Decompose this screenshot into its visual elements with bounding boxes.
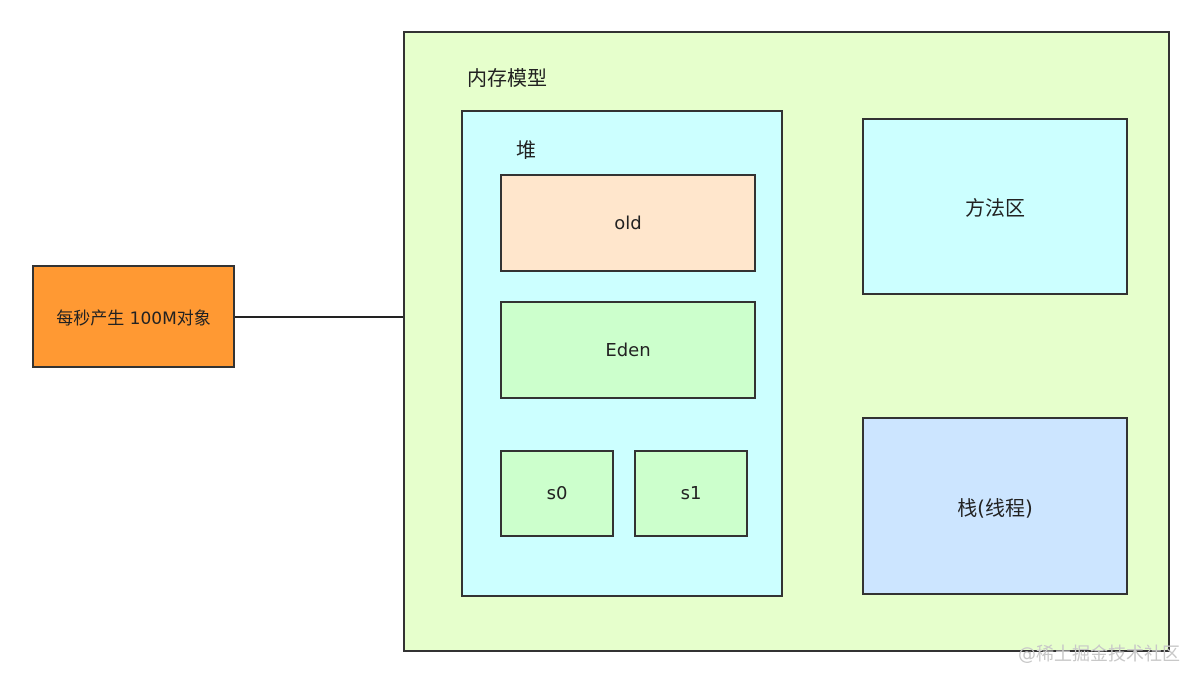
object-source-box: 每秒产生 100M对象 [32, 265, 235, 368]
heap-title: 堆 [516, 138, 536, 162]
stack-label: 栈(线程) [957, 495, 1033, 520]
method-area-box: 方法区 [862, 118, 1128, 295]
old-generation-box: old [500, 174, 756, 272]
watermark: @稀土掘金技术社区 [1018, 644, 1180, 665]
old-generation-label: old [614, 212, 642, 234]
survivor-s0-box: s0 [500, 450, 614, 537]
survivor-s0-label: s0 [546, 483, 568, 504]
method-area-label: 方法区 [965, 196, 1025, 220]
survivor-s1-box: s1 [634, 450, 748, 537]
survivor-s1-label: s1 [680, 483, 702, 504]
memory-model-title: 内存模型 [467, 66, 547, 90]
object-source-label: 每秒产生 100M对象 [56, 309, 211, 329]
stack-box: 栈(线程) [862, 417, 1128, 595]
eden-box: Eden [500, 301, 756, 399]
eden-label: Eden [605, 339, 651, 361]
